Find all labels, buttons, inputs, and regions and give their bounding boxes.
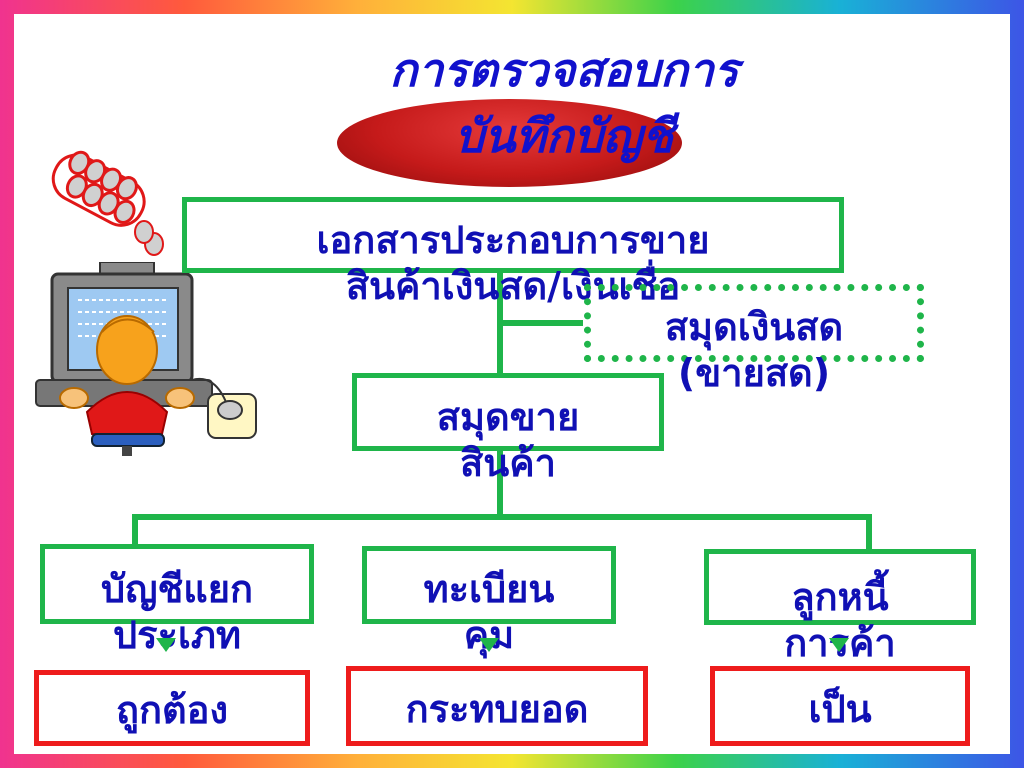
connector-branch-left (132, 514, 138, 550)
box-trade-debtors (704, 549, 976, 625)
arrow-down-3 (829, 638, 849, 652)
label-result-correct: ถูกต้อง (115, 688, 229, 732)
box-result-reconcile (346, 666, 648, 746)
label-register: ทะเบียน คุม (423, 567, 555, 657)
box-cash-book (584, 284, 924, 362)
red-oval-banner (337, 99, 682, 187)
box-source-documents (182, 197, 844, 273)
connector-to-cash-book (497, 320, 583, 326)
connector-sales-down (497, 449, 503, 519)
label-ledger: บัญชีแยก ประเภท (100, 567, 254, 657)
label-result-is: เป็น (808, 687, 872, 731)
title-line-1: การตรวจสอบการ (389, 43, 739, 97)
box-result-correct (34, 670, 310, 746)
title-line-2: บันทึกบัญชี (454, 109, 674, 163)
box-sales-journal (352, 373, 664, 451)
box-ledger (40, 544, 314, 624)
box-result-is (710, 666, 970, 746)
box-register (362, 546, 616, 624)
label-cash-book: สมุดเงินสด (ขายสด) (664, 305, 844, 395)
arrow-down-2 (479, 638, 499, 652)
coin-stack-icon (51, 150, 164, 256)
person-at-computer-icon (35, 262, 257, 456)
label-trade-debtors: ลูกหนี้ การค้า (784, 575, 896, 665)
slide: การตรวจสอบการ บันทึกบัญชี เอกสารประกอบกา… (14, 14, 1010, 754)
arrow-down-1 (156, 638, 176, 652)
connector-horizontal-branch (132, 514, 872, 520)
label-sales-journal: สมุดขาย สินค้า (436, 395, 580, 485)
connector-branch-right (866, 514, 872, 550)
connector-main-vertical (497, 264, 503, 396)
label-result-reconcile: กระทบยอด (405, 687, 589, 731)
